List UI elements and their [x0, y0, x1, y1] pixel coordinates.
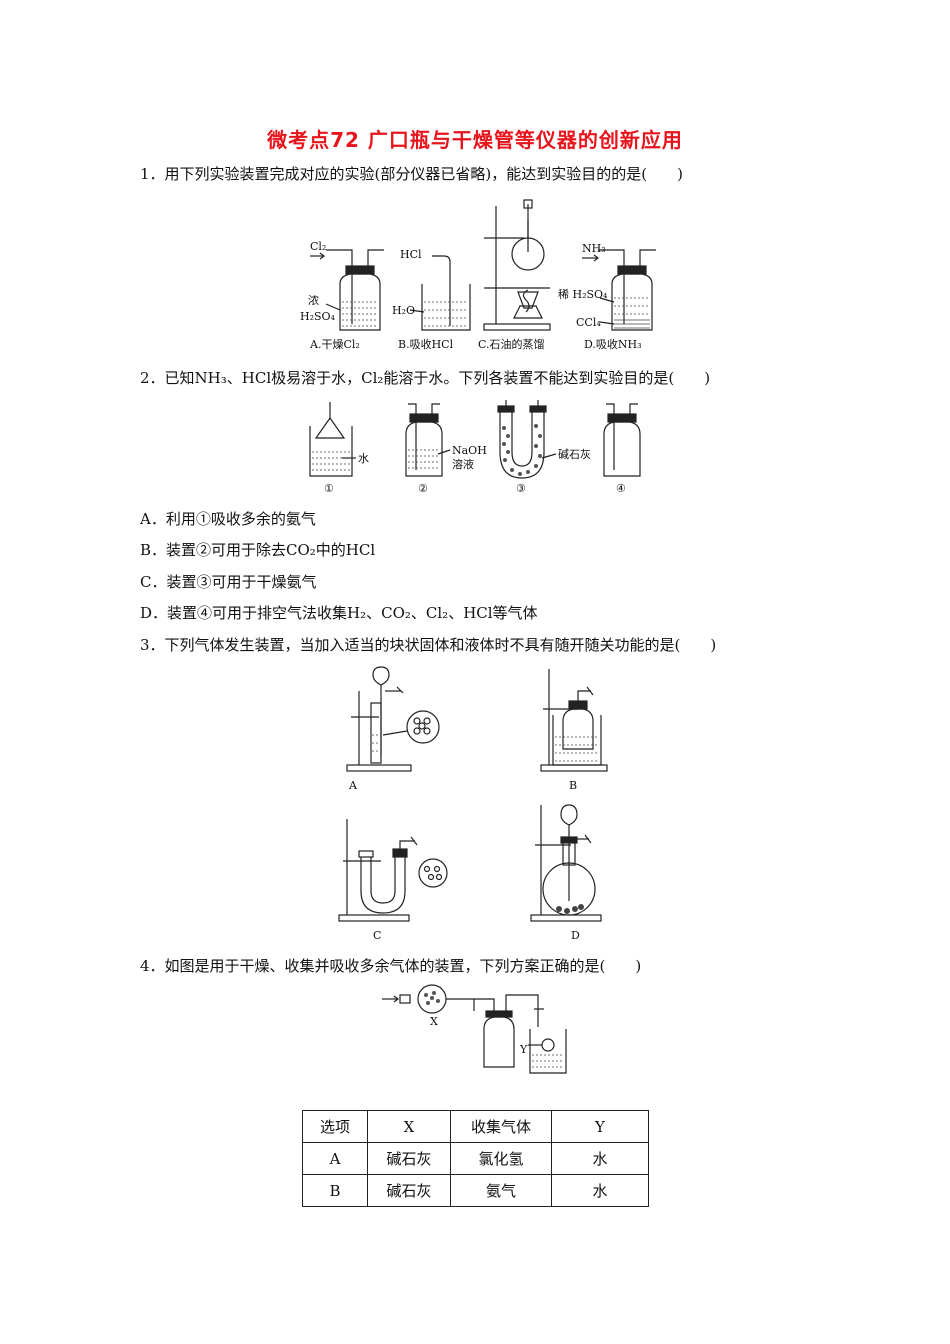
q3-label-d: D	[571, 929, 580, 942]
table-cell: 氨气	[450, 1174, 552, 1207]
table-row: A 碱石灰 氯化氢 水	[302, 1142, 649, 1175]
q4-x-label: X	[430, 1015, 438, 1028]
table-header-cell: X	[367, 1110, 451, 1143]
table-header-cell: Y	[551, 1110, 649, 1143]
question-2-figure: 水 NaOH 溶液 碱石灰 ① ② ③ ④	[309, 400, 641, 495]
q1-a-gas-label: Cl₂	[310, 240, 326, 253]
q2-device-1-number: ①	[324, 482, 334, 495]
question-2-stem: 2．已知NH₃、HCl极易溶于水，Cl₂能溶于水。下列各装置不能达到实验目的是(…	[140, 369, 711, 387]
q3-label-c: C	[373, 929, 381, 942]
table-cell: A	[302, 1142, 368, 1175]
question-2-option-a: A．利用①吸收多余的氨气	[140, 510, 316, 528]
table-cell: 碱石灰	[367, 1142, 451, 1175]
table-cell: 水	[551, 1174, 649, 1207]
question-1-figure: Cl₂ 浓 H₂SO₄ A.干燥Cl₂ HCl H₂O B.吸收HCl C.石油…	[300, 199, 656, 351]
q1-c-caption: C.石油的蒸馏	[478, 337, 545, 351]
q1-d-liquid-label-2: CCl₄	[576, 316, 601, 329]
question-3-stem: 3．下列气体发生装置，当加入适当的块状固体和液体时不具有随开随关功能的是( )	[140, 636, 717, 654]
q1-a-liquid-label: 浓	[308, 294, 319, 307]
question-3-figure: A B C D	[338, 666, 608, 942]
q2-device-3-number: ③	[516, 482, 526, 495]
q4-options-table: 选项 X 收集气体 Y A 碱石灰 氯化氢 水 B 碱石灰 氨气 水	[302, 1110, 649, 1207]
question-2-option-c: C．装置③可用于干燥氨气	[140, 573, 317, 591]
page-title: 微考点72 广口瓶与干燥管等仪器的创新应用	[267, 128, 683, 152]
q1-a-liquid-label-2: H₂SO₄	[300, 310, 336, 323]
question-2-option-d: D．装置④可用于排空气法收集H₂、CO₂、Cl₂、HCl等气体	[140, 604, 538, 622]
q2-device-2-number: ②	[418, 482, 428, 495]
q1-a-caption: A.干燥Cl₂	[309, 338, 360, 351]
q2-naoh-label-2: 溶液	[452, 457, 474, 471]
table-cell: 氯化氢	[450, 1142, 552, 1175]
table-cell: 碱石灰	[367, 1174, 451, 1207]
q1-d-gas-label: NH₃	[582, 242, 606, 255]
q4-y-label: Y	[519, 1043, 528, 1056]
question-4-figure: X Y	[382, 984, 567, 1074]
table-cell: 水	[551, 1142, 649, 1175]
table-cell: B	[302, 1174, 368, 1207]
q2-device-4-number: ④	[616, 482, 626, 495]
table-header-cell: 选项	[302, 1110, 368, 1143]
q1-d-caption: D.吸收NH₃	[584, 337, 642, 351]
table-header-row: 选项 X 收集气体 Y	[302, 1110, 649, 1143]
question-4-stem: 4．如图是用于干燥、收集并吸收多余气体的装置，下列方案正确的是( )	[140, 957, 642, 975]
question-2-option-b: B．装置②可用于除去CO₂中的HCl	[140, 541, 376, 559]
table-header-cell: 收集气体	[450, 1110, 552, 1143]
q2-soda-lime-label: 碱石灰	[558, 447, 591, 461]
q1-b-gas-label: HCl	[400, 248, 422, 261]
q3-label-b: B	[569, 779, 577, 792]
q2-water-label: 水	[358, 452, 369, 465]
q1-d-liquid-label: 稀 H₂SO₄	[558, 288, 608, 301]
q2-naoh-label: NaOH	[452, 444, 487, 457]
question-1-stem: 1．用下列实验装置完成对应的实验(部分仪器已省略)，能达到实验目的的是( )	[140, 165, 683, 183]
q1-b-caption: B.吸收HCl	[398, 337, 454, 351]
table-row: B 碱石灰 氨气 水	[302, 1174, 649, 1207]
q1-b-liquid-label: H₂O	[392, 304, 415, 317]
q3-label-a: A	[348, 779, 358, 792]
